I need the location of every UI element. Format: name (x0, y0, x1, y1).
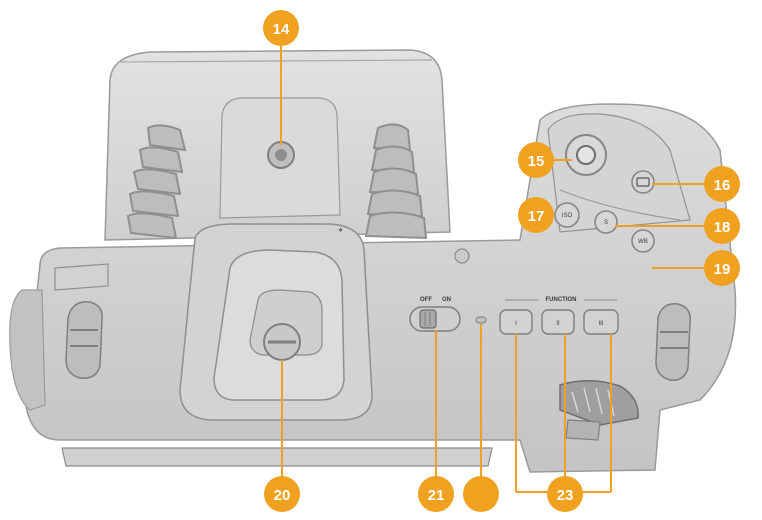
function-label: FUNCTION (546, 297, 577, 303)
on-label: ON (442, 297, 451, 303)
small-round-button (454, 248, 470, 264)
off-label: OFF (420, 297, 432, 303)
svg-text:17: 17 (528, 208, 545, 225)
function-button-2-label: II (556, 321, 560, 327)
callout-18: 18 (704, 208, 740, 244)
svg-text:18: 18 (714, 219, 731, 236)
iso-label: ISO (562, 213, 573, 219)
wb-label: WB (638, 239, 648, 245)
function-button-3-label: III (598, 321, 603, 327)
function-button-2 (541, 309, 575, 335)
function-button-3 (583, 309, 619, 335)
svg-text:20: 20 (274, 487, 291, 504)
svg-text:21: 21 (428, 487, 445, 504)
svg-text:19: 19 (714, 261, 731, 278)
callout-16: 16 (704, 166, 740, 202)
svg-text:15: 15 (528, 153, 545, 170)
focus-symbol: ✧ (338, 227, 343, 234)
callout-23: 23 (547, 476, 583, 512)
svg-text:16: 16 (714, 177, 731, 194)
callout-21: 21 (418, 476, 454, 512)
shutter-button (594, 210, 618, 234)
wb-button (631, 229, 655, 253)
callout-22 (463, 476, 499, 512)
bottom-strip (61, 447, 493, 467)
still-button (631, 170, 655, 194)
power-switch-knob (419, 309, 437, 329)
record-button-inner (576, 145, 596, 165)
callout-lines (280, 40, 708, 493)
left-vent (126, 124, 187, 240)
grip-wheel-ridges (571, 387, 615, 417)
left-end-cap (9, 289, 46, 411)
right-vent (364, 123, 428, 240)
svg-text:14: 14 (273, 21, 290, 38)
callout-19: 19 (704, 250, 740, 286)
grip-curve (559, 189, 681, 221)
svg-text:23: 23 (557, 487, 574, 504)
tripod-mount-hole (275, 149, 287, 161)
lower-recess (565, 419, 601, 441)
iso-button (554, 202, 580, 228)
callout-15: 15 (518, 142, 554, 178)
left-ridge (54, 263, 109, 291)
callout-20: 20 (264, 476, 300, 512)
tally-led (475, 316, 487, 324)
right-strap-lug (655, 303, 691, 381)
function-button-1-label: I (515, 321, 517, 327)
callout-17: 17 (518, 197, 554, 233)
top-housing-ridge (117, 59, 433, 63)
left-strap-lug (65, 301, 103, 379)
callout-14: 14 (263, 10, 299, 46)
shutter-label: S (604, 220, 608, 226)
